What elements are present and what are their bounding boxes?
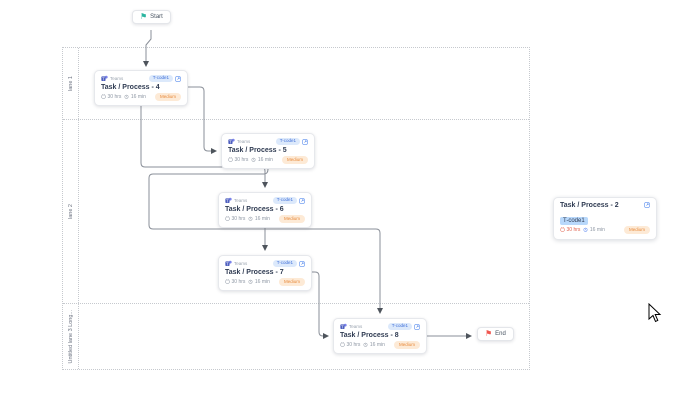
app-label: Teams [110, 76, 124, 81]
external-link-icon[interactable] [414, 323, 420, 330]
minutes-icon [124, 95, 129, 99]
hours-icon [228, 157, 233, 162]
edge-start-to-task4[interactable] [143, 30, 152, 67]
end-label: End [495, 331, 506, 337]
hours-icon [101, 94, 106, 99]
minutes-value: 16 min [257, 156, 273, 163]
hours-icon [225, 279, 230, 284]
task-node-4[interactable]: T Teams T-code1 Task / Process - 4 30 hr… [94, 70, 188, 106]
minutes-value: 16 min [369, 341, 385, 348]
external-link-icon[interactable] [175, 75, 181, 82]
svg-text:T: T [226, 261, 229, 266]
lane-1[interactable]: lane 1 [63, 48, 529, 120]
minutes-icon [583, 228, 588, 232]
task-node-6[interactable]: T Teams T-code1 Task / Process - 6 30 hr… [218, 192, 312, 228]
svg-text:T: T [102, 76, 105, 81]
task-title: Task / Process - 4 [101, 84, 160, 91]
app-label: Teams [237, 139, 251, 144]
svg-text:T: T [226, 198, 229, 203]
hours-icon [560, 227, 565, 232]
hours-icon [225, 216, 230, 221]
task-node-7[interactable]: T Teams T-code1 Task / Process - 7 30 hr… [218, 255, 312, 291]
task-title: Task / Process - 6 [225, 206, 284, 213]
end-flag-icon: ⚑ [485, 329, 493, 338]
minutes-icon [251, 158, 256, 162]
priority-badge: Medium [278, 278, 305, 286]
start-label: Start [150, 14, 163, 20]
swimlane-container: lane 1 lane 2 Untitled lane 3 Long... [62, 47, 530, 370]
minutes-icon [248, 217, 253, 221]
tcode-chip: T-code1 [272, 260, 297, 267]
hours-value: 30 hrs [107, 93, 122, 100]
priority-badge: Medium [623, 226, 650, 234]
tcode-chip: T-code1 [275, 138, 300, 145]
task-title: Task / Process - 8 [340, 332, 399, 339]
teams-icon: T [101, 75, 108, 81]
hours-value: 30 hrs [346, 341, 361, 348]
hours-value: 30 hrs [231, 215, 246, 222]
tcode-chip: T-code1 [387, 323, 412, 330]
hours-value: 30 hrs [566, 226, 581, 233]
teams-icon: T [228, 138, 235, 144]
edge-task4-to-task6[interactable] [140, 106, 268, 188]
external-link-icon[interactable] [299, 260, 305, 267]
edge-task7-to-task8[interactable] [312, 271, 329, 339]
hours-icon [340, 342, 345, 347]
svg-text:T: T [341, 324, 344, 329]
edge-task5-to-task8[interactable] [148, 168, 383, 314]
start-flag-icon: ⚑ [140, 12, 148, 21]
minutes-value: 16 min [130, 93, 146, 100]
tcode-chip: T-code1 [272, 197, 297, 204]
mouse-cursor [648, 303, 662, 323]
teams-icon: T [225, 197, 232, 203]
svg-text:T: T [229, 139, 232, 144]
priority-badge: Medium [281, 156, 308, 164]
lane-2-header[interactable]: lane 2 [63, 120, 79, 303]
priority-badge: Medium [393, 341, 420, 349]
hours-value: 30 hrs [231, 278, 246, 285]
tcode-edit-field[interactable]: T-code1 [560, 217, 588, 225]
external-link-icon[interactable] [299, 197, 305, 204]
minutes-value: 16 min [254, 278, 270, 285]
app-label: Teams [234, 261, 248, 266]
lane-1-header[interactable]: lane 1 [63, 48, 79, 119]
hours-value: 30 hrs [234, 156, 249, 163]
minutes-value: 16 min [589, 226, 605, 233]
lane-2-label: lane 2 [67, 204, 74, 219]
task-title: Task / Process - 7 [225, 269, 284, 276]
priority-badge: Medium [278, 215, 305, 223]
external-link-icon[interactable] [302, 138, 308, 145]
external-link-icon[interactable] [644, 202, 650, 208]
end-node[interactable]: ⚑ End [477, 327, 514, 341]
tcode-chip: T-code1 [148, 75, 173, 82]
teams-icon: T [225, 260, 232, 266]
lane-3-label: Untitled lane 3 Long... [67, 309, 74, 364]
edge-task4-to-task5[interactable] [188, 86, 217, 154]
minutes-icon [363, 343, 368, 347]
start-node[interactable]: ⚑ Start [132, 10, 171, 24]
task-node-8[interactable]: T Teams T-code1 Task / Process - 8 30 hr… [333, 318, 427, 354]
lane-2[interactable]: lane 2 [63, 120, 529, 304]
app-label: Teams [234, 198, 248, 203]
lane-3-header[interactable]: Untitled lane 3 Long... [63, 304, 79, 369]
app-label: Teams [349, 324, 363, 329]
lane-3[interactable]: Untitled lane 3 Long... [63, 304, 529, 369]
minutes-value: 16 min [254, 215, 270, 222]
minutes-icon [248, 280, 253, 284]
task-card-2[interactable]: Task / Process - 2 T-code1 30 hrs 16 min… [553, 197, 657, 240]
teams-icon: T [340, 323, 347, 329]
lane-1-label: lane 1 [67, 76, 74, 91]
task-title: Task / Process - 2 [560, 202, 619, 209]
task-title: Task / Process - 5 [228, 147, 287, 154]
priority-badge: Medium [154, 93, 181, 101]
task-node-5[interactable]: T Teams T-code1 Task / Process - 5 30 hr… [221, 133, 315, 169]
